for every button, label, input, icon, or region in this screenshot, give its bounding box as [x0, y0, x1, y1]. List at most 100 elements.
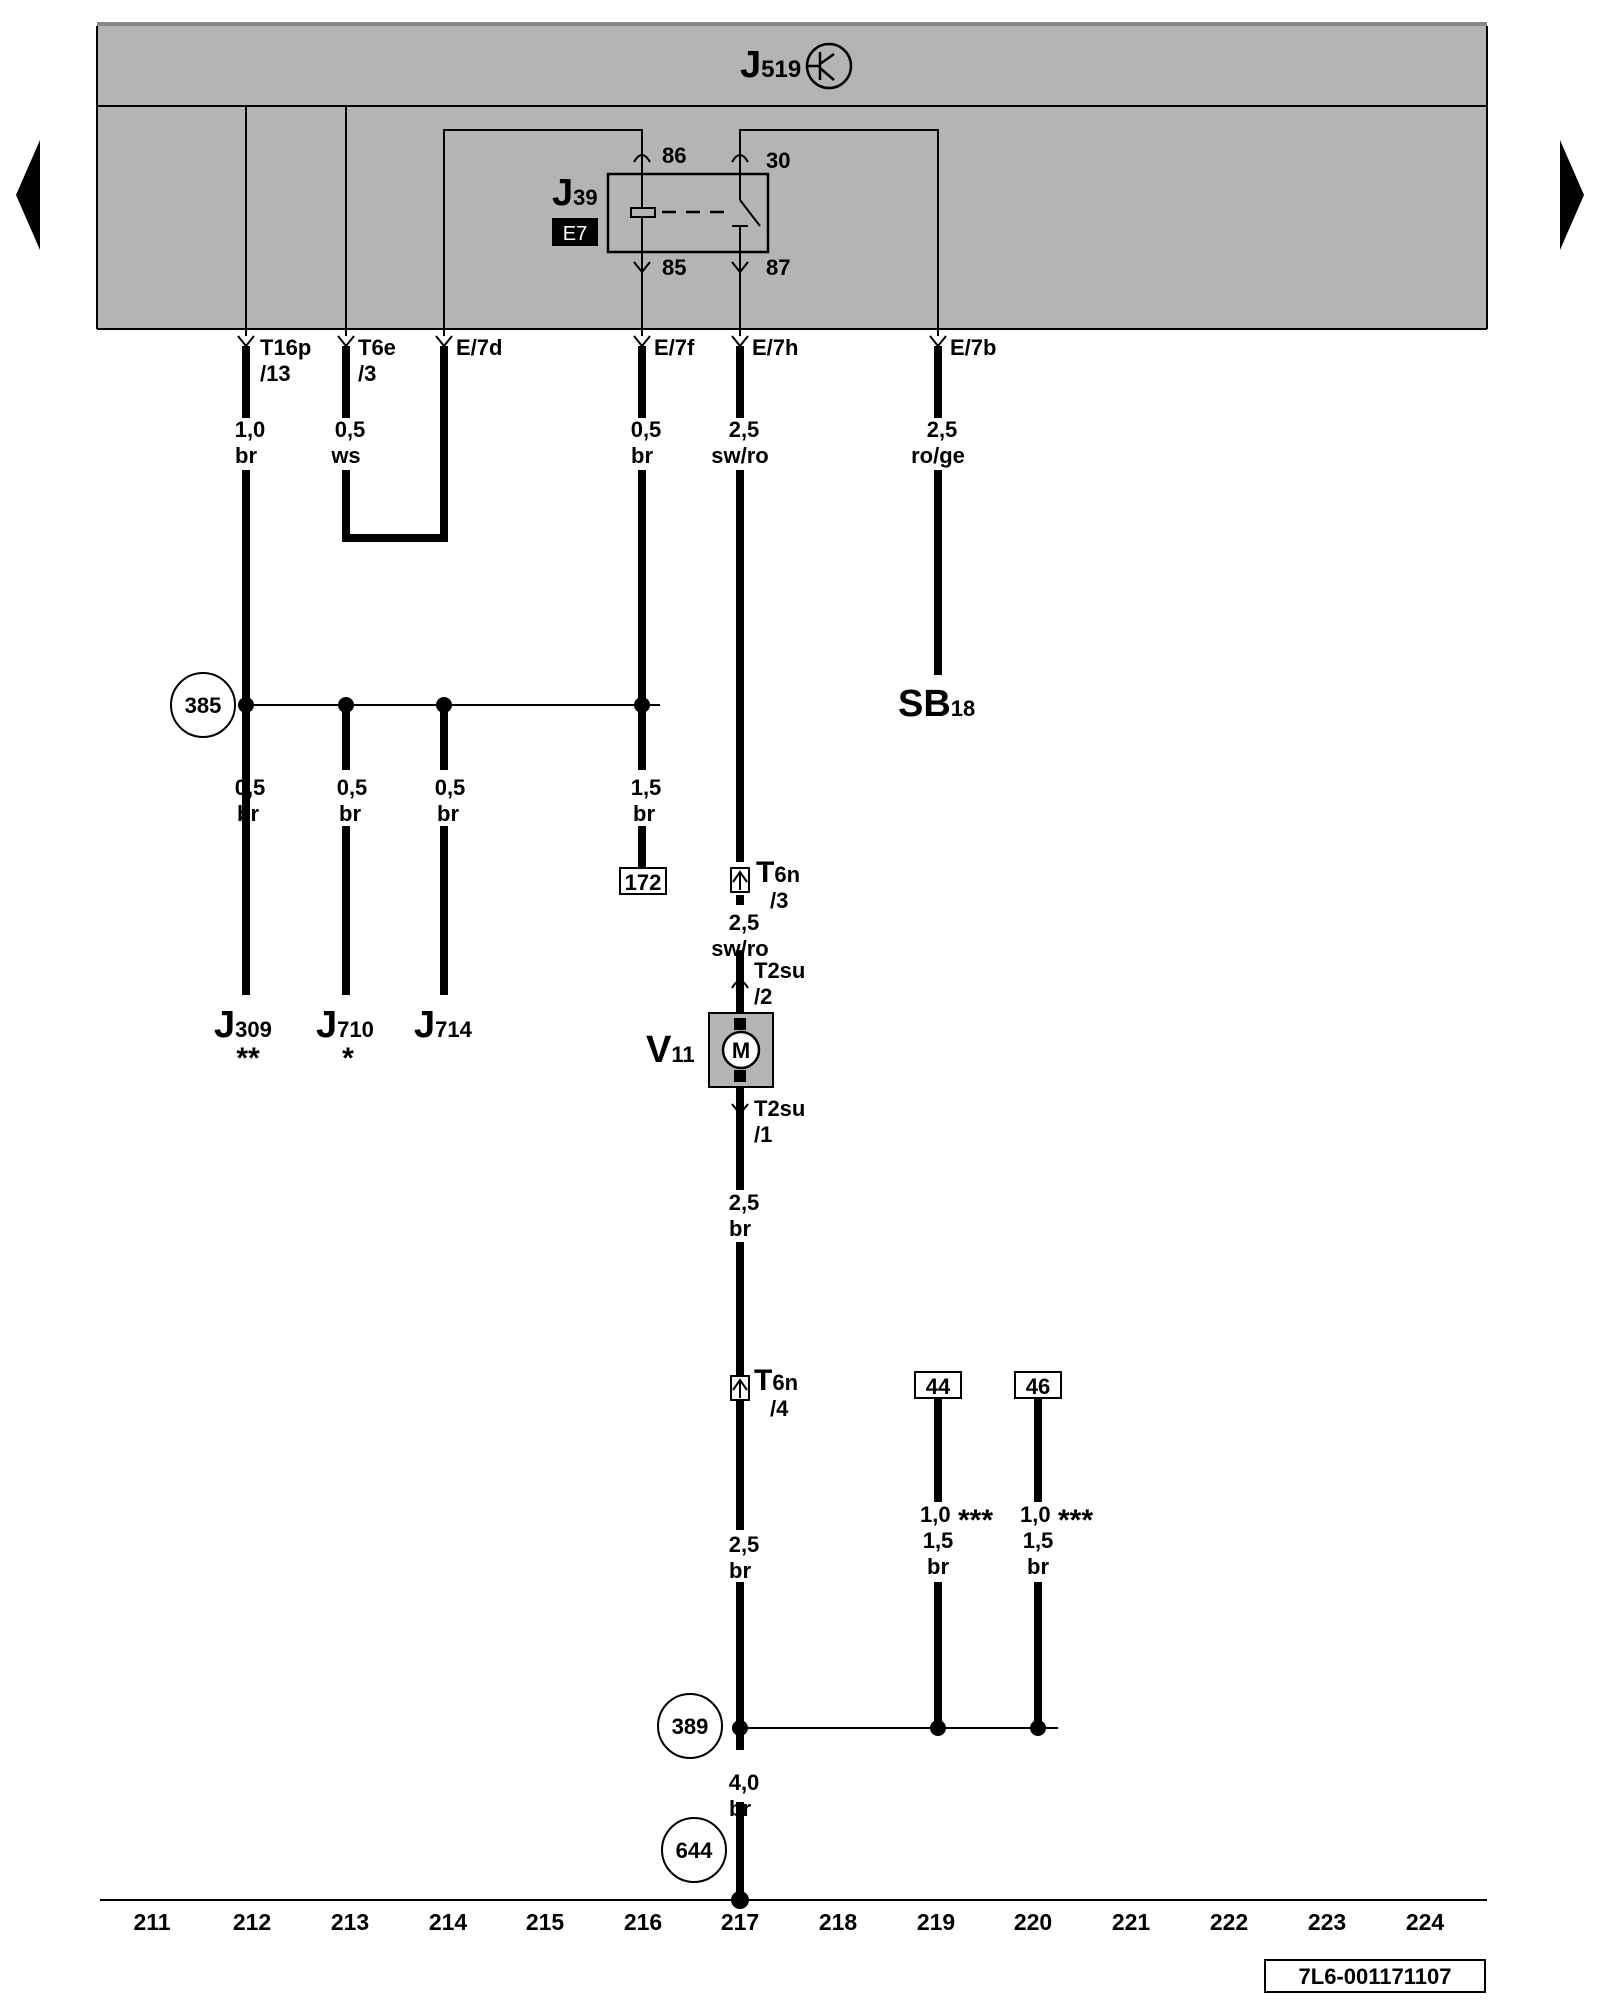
- wire-g1-size: 1,0: [920, 1502, 951, 1527]
- wire-w2-size: 0,5: [335, 417, 366, 442]
- wire-b2-size: 0,5: [337, 775, 368, 800]
- ref-46: 46: [1026, 1374, 1050, 1399]
- wire-m2-color: br: [729, 1216, 751, 1241]
- wire-b2-color: br: [339, 801, 361, 826]
- previous-page-arrow[interactable]: [16, 140, 40, 250]
- connector-t6e-pin: /3: [358, 361, 376, 386]
- ref-385-circle: [170, 672, 236, 738]
- document-code: 7L6-001171107: [1299, 1964, 1452, 1989]
- ref-172: 172: [625, 870, 662, 895]
- wire-b1-color: br: [237, 801, 259, 826]
- wire-w4-size: 0,5: [631, 417, 662, 442]
- column-number: 224: [1406, 1909, 1445, 1935]
- connector-e7d: E/7d: [456, 335, 502, 360]
- column-number: 218: [819, 1909, 858, 1935]
- column-number: 212: [233, 1909, 271, 1935]
- column-number: 220: [1014, 1909, 1052, 1935]
- wire-g1-note: ***: [958, 1504, 993, 1537]
- fuse-sb18: SB18: [898, 683, 975, 725]
- connector-t2su-top-icon: [731, 980, 749, 989]
- wire-m2-size: 2,5: [729, 1190, 760, 1215]
- relay-pin-86: 86: [662, 143, 686, 168]
- wire-g2-color: br: [1027, 1554, 1049, 1579]
- connector-t6n-top-icon: [730, 867, 750, 893]
- ref-172-box: [619, 867, 667, 895]
- component-j710-note: *: [342, 1042, 354, 1075]
- ref-389-circle: [657, 1693, 723, 1759]
- ref-389: 389: [672, 1714, 709, 1739]
- connector-t6e: T6e: [358, 335, 396, 360]
- ref-46-box: [1014, 1371, 1062, 1399]
- motor-v11: [708, 995, 774, 1110]
- wire-b4-size: 1,5: [631, 775, 662, 800]
- wire-b4-color: br: [633, 801, 655, 826]
- column-number: 211: [133, 1909, 170, 1935]
- wire-w5-size: 2,5: [729, 417, 760, 442]
- connector-arrows: [237, 335, 947, 348]
- relay-label: J39: [552, 172, 598, 214]
- ref-644-circle: [661, 1817, 727, 1883]
- ref-44: 44: [926, 1374, 951, 1399]
- component-j309-note: **: [236, 1042, 260, 1075]
- motor-label: V11: [646, 1029, 695, 1071]
- motor-symbol: M: [732, 1038, 750, 1063]
- relay-slot-badge: [552, 218, 598, 246]
- wire-b1-size: 0,5: [235, 775, 266, 800]
- component-j710: J710: [316, 1004, 374, 1046]
- column-number: 213: [331, 1909, 369, 1935]
- wire-m3-size: 2,5: [729, 1532, 760, 1557]
- connector-t2su-top-pin: /2: [754, 984, 772, 1009]
- wire-m1-size: 2,5: [729, 910, 760, 935]
- connector-t16p: T16p: [260, 335, 311, 360]
- column-number: 219: [917, 1909, 955, 1935]
- column-number: 216: [624, 1909, 662, 1935]
- component-j714: J714: [414, 1004, 473, 1046]
- connector-t2su-bot-pin: /1: [754, 1122, 772, 1147]
- control-unit-panel: [96, 22, 1488, 330]
- wire-b3-color: br: [437, 801, 459, 826]
- next-page-arrow[interactable]: [1560, 140, 1584, 250]
- connector-t6n-top: T6n: [756, 856, 800, 889]
- wire-g2-size: 1,0: [1020, 1502, 1051, 1527]
- column-number: 221: [1112, 1909, 1151, 1935]
- wire-w2-color: ws: [330, 443, 360, 468]
- ref-644: 644: [676, 1838, 713, 1863]
- connector-e7f: E/7f: [654, 335, 695, 360]
- connector-t6n-bot: T6n: [754, 1364, 798, 1397]
- component-j309: J309: [214, 1004, 272, 1046]
- connector-t2su-top: T2su: [754, 958, 805, 983]
- relay-pin-85: 85: [662, 255, 686, 280]
- internal-wires: [245, 106, 939, 336]
- wire-ground-color: br: [729, 1796, 751, 1821]
- column-number: 223: [1308, 1909, 1346, 1935]
- wire-w1-size: 1,0: [235, 417, 266, 442]
- connector-e7h: E/7h: [752, 335, 798, 360]
- connector-t6n-top-pin: /3: [770, 888, 788, 913]
- wire-w4-color: br: [631, 443, 653, 468]
- connector-t16p-pin: /13: [260, 361, 291, 386]
- connector-t6n-bot-pin: /4: [770, 1396, 789, 1421]
- wire-w1-color: br: [235, 443, 257, 468]
- wire-m3-color: br: [729, 1558, 751, 1583]
- wire-g2-note: ***: [1058, 1504, 1093, 1537]
- connector-t2su-bot: T2su: [754, 1096, 805, 1121]
- wire-g2-size2: 1,5: [1023, 1528, 1054, 1553]
- wire-b3-size: 0,5: [435, 775, 466, 800]
- column-number: 222: [1210, 1909, 1248, 1935]
- connector-t2su-bot-icon: [731, 1103, 749, 1116]
- column-number: 215: [526, 1909, 565, 1935]
- relay-slot-label: E7: [563, 223, 587, 245]
- wire-g1-size2: 1,5: [923, 1528, 954, 1553]
- wire-m1-color: sw/ro: [711, 936, 768, 961]
- relay-pin-87: 87: [766, 255, 790, 280]
- ref-385: 385: [185, 693, 222, 718]
- connector-e7b: E/7b: [950, 335, 996, 360]
- thick-wires: [242, 346, 1042, 1900]
- wire-ground-size: 4,0: [729, 1770, 760, 1795]
- wire-w6-color: ro/ge: [911, 443, 965, 468]
- relay-pin-30: 30: [766, 148, 790, 173]
- relay-j39: [606, 150, 770, 274]
- column-number: 217: [721, 1909, 759, 1935]
- electronic-symbol-icon: [805, 42, 853, 90]
